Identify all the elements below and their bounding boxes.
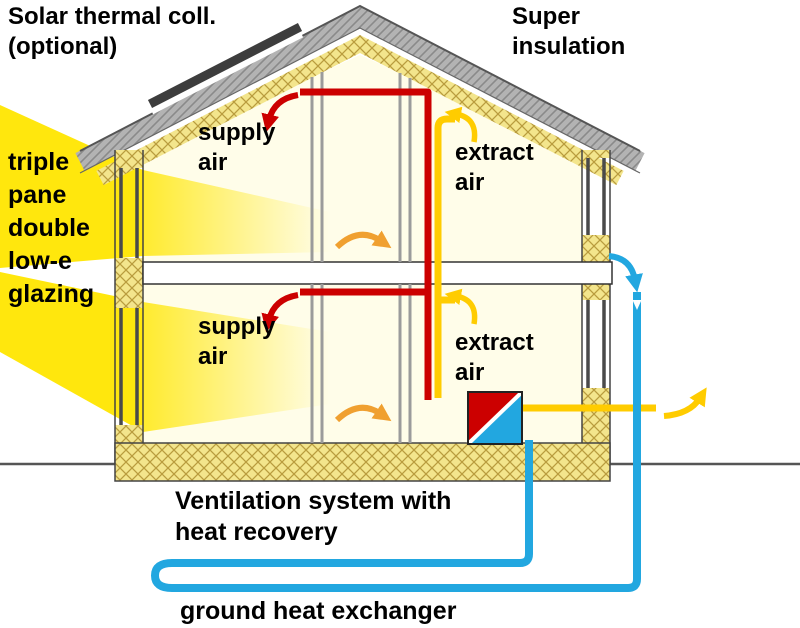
room-air-circulation-arrows	[334, 230, 392, 423]
sunbeam-upper	[0, 105, 143, 268]
label-glazing-line5: glazing	[8, 280, 95, 308]
label-ventilation: Ventilation system with heat recovery	[175, 486, 451, 548]
left-window-upper	[119, 168, 139, 258]
label-supply-air-lower-line1: supply	[198, 313, 276, 340]
label-ventilation-line2: heat recovery	[175, 518, 338, 546]
roof-cladding	[75, 5, 645, 171]
interior-partitions	[310, 72, 412, 443]
supply-duct-main	[300, 88, 432, 400]
label-super-insulation-line2: insulation	[512, 33, 626, 60]
right-window-upper	[586, 158, 606, 235]
label-extract-air-upper: extract air	[455, 138, 534, 198]
label-glazing-line4: low-e	[8, 247, 72, 275]
sunlight-interior-wash	[143, 170, 330, 432]
fresh-air-pipe	[150, 292, 641, 592]
label-extract-air-upper-line1: extract	[455, 139, 534, 166]
label-super-insulation: Super insulation	[512, 2, 625, 62]
floor-slab	[114, 442, 611, 482]
supply-air-arrow-upper	[261, 92, 299, 133]
label-supply-air-upper-line1: supply	[198, 119, 276, 146]
label-glazing-line3: double	[8, 214, 90, 242]
roof-insulation	[96, 35, 624, 186]
solar-collector	[147, 22, 304, 115]
label-supply-air-lower-line2: air	[198, 343, 228, 370]
label-extract-air-upper-line2: air	[455, 169, 485, 196]
label-supply-air-upper: supply air	[198, 118, 275, 178]
label-solar-thermal-line1: Solar thermal coll.	[8, 3, 217, 30]
fresh-air-intake-arrow	[608, 253, 643, 293]
left-window-lower	[119, 308, 139, 425]
label-ground-heat-exchanger: ground heat exchanger	[180, 596, 456, 627]
label-glazing-line2: pane	[8, 181, 67, 209]
flow-direction-marker	[632, 300, 642, 310]
exhaust-air-arrow	[663, 387, 707, 419]
supply-air-arrow-lower	[261, 292, 299, 333]
label-solar-thermal-line2: (optional)	[8, 33, 118, 60]
sunbeam-lower	[0, 272, 143, 432]
label-super-insulation-line1: Super	[512, 3, 581, 30]
room-air-arrow-lower	[334, 403, 392, 423]
supply-air-duct	[261, 88, 432, 400]
extract-air-arrow-lower	[444, 288, 478, 325]
label-extract-air-lower: extract air	[455, 328, 534, 388]
label-glazing: triple pane double low-e glazing	[8, 146, 94, 311]
sun-rays	[0, 105, 143, 432]
right-window-lower	[586, 300, 606, 388]
roof-eave-line	[79, 27, 641, 174]
right-wall	[581, 150, 611, 465]
extract-air-arrow-upper	[444, 106, 478, 143]
ground-heat-exchanger-pipe	[150, 253, 643, 592]
heat-recovery-unit	[466, 390, 524, 446]
mid-floor	[142, 261, 613, 285]
solar-collector-panel	[147, 22, 303, 109]
label-ground-heat-exchanger-text: ground heat exchanger	[180, 597, 457, 625]
label-solar-thermal: Solar thermal coll. (optional)	[8, 2, 216, 62]
room-air-arrow-upper	[334, 230, 392, 250]
label-extract-air-lower-line2: air	[455, 359, 485, 386]
label-extract-air-lower-line1: extract	[455, 329, 534, 356]
roof	[75, 4, 645, 186]
label-glazing-line1: triple	[8, 148, 70, 176]
label-ventilation-line1: Ventilation system with	[175, 487, 452, 515]
label-supply-air-upper-line2: air	[198, 149, 228, 176]
label-supply-air-lower: supply air	[198, 312, 275, 372]
